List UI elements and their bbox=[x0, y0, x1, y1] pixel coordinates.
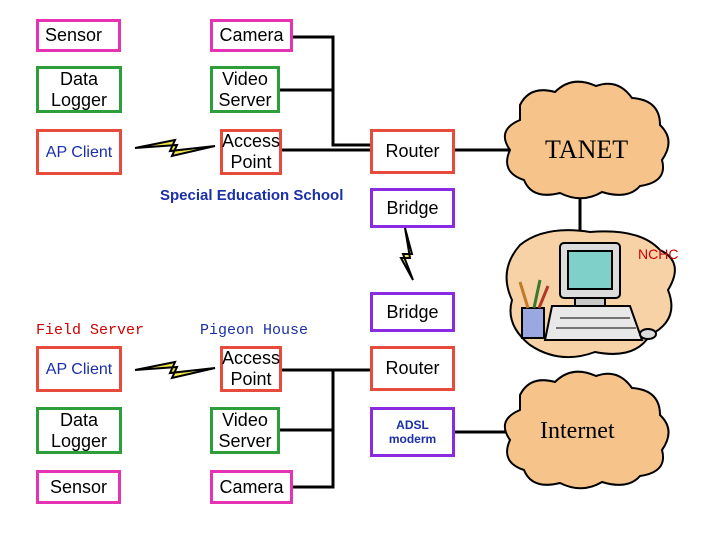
camera-box-bottom: Camera bbox=[210, 470, 293, 504]
tanet-cloud bbox=[503, 80, 670, 200]
sensor-box-bottom: Sensor bbox=[36, 470, 121, 504]
bridge-box-top: Bridge bbox=[370, 188, 455, 228]
wireless-link-bridges-icon bbox=[399, 227, 414, 281]
link-videoserver-router bbox=[280, 88, 370, 147]
wireless-link-bottom-icon bbox=[134, 360, 216, 380]
link-camera-router bbox=[293, 35, 335, 90]
site-label-special-education-school: Special Education School bbox=[160, 187, 344, 204]
camera-box-top: Camera bbox=[210, 19, 293, 52]
video-server-box-bottom: Video Server bbox=[210, 407, 280, 454]
sensor-box-top: Sensor bbox=[36, 19, 121, 52]
access-point-box-bottom: Access Point bbox=[220, 346, 282, 392]
computer-icon bbox=[518, 242, 657, 341]
ap-client-box-bottom: AP Client bbox=[36, 346, 122, 392]
link-camera-router-bottom bbox=[293, 430, 335, 489]
data-logger-box-top: Data Logger bbox=[36, 66, 122, 113]
data-logger-box-bottom: Data Logger bbox=[36, 407, 122, 454]
router-box-bottom: Router bbox=[370, 346, 455, 391]
wireless-link-top-icon bbox=[134, 138, 216, 158]
video-server-box-top: Video Server bbox=[210, 66, 280, 113]
access-point-box-top: Access Point bbox=[220, 129, 282, 175]
link-videoserver-router-bottom bbox=[280, 368, 370, 432]
internet-label: Internet bbox=[540, 418, 615, 444]
nchc-label: NCHC bbox=[638, 246, 679, 262]
internet-cloud bbox=[503, 370, 670, 490]
tanet-label: TANET bbox=[545, 135, 629, 164]
field-server-label: Field Server bbox=[36, 322, 145, 339]
ap-client-box-top: AP Client bbox=[36, 129, 122, 175]
site-label-pigeon-house: Pigeon House bbox=[200, 322, 309, 339]
router-box-top: Router bbox=[370, 129, 455, 174]
bridge-box-bottom: Bridge bbox=[370, 292, 455, 332]
adsl-modem-box: ADSL moderm bbox=[370, 407, 455, 457]
